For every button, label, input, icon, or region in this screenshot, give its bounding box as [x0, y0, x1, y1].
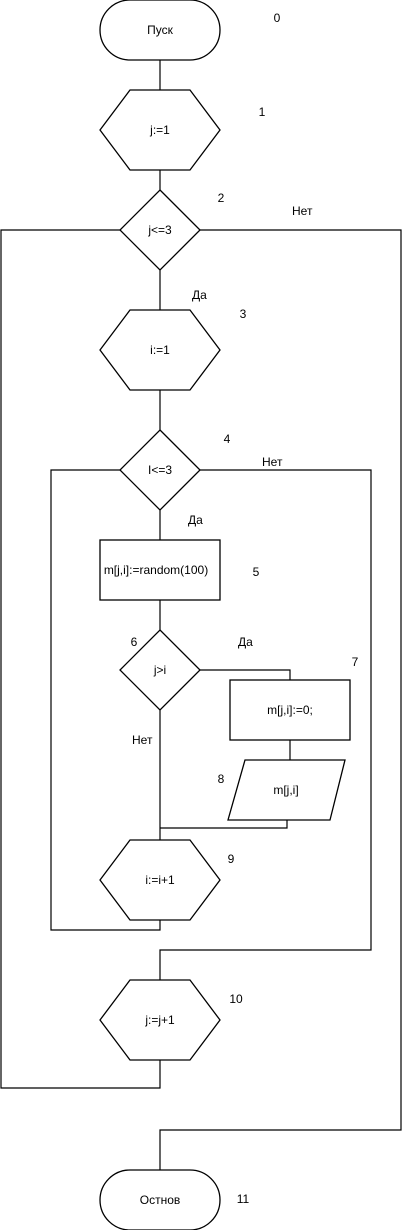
- block-number-3: 3: [240, 307, 247, 321]
- label-j-cond-no: Нет: [292, 204, 313, 218]
- block-numbers: 0 1 2 3 4 5 6 7 8 9 10 11: [131, 11, 359, 1206]
- output-parallelogram: m[j,i]: [227, 759, 346, 821]
- label-cmp-no: Нет: [132, 733, 153, 747]
- process-zero-label: m[j,i]:=0;: [267, 703, 313, 717]
- connectors: [0, 60, 402, 1170]
- increment-i: i:=i+1: [99, 839, 221, 921]
- block-number-4: 4: [224, 432, 231, 446]
- decision-compare: j>i: [119, 629, 201, 711]
- edge-output-to-iinc: [160, 820, 288, 829]
- decision-i: I<=3: [119, 429, 201, 511]
- label-cmp-yes: Да: [238, 635, 253, 649]
- increment-j: j:=j+1: [99, 979, 221, 1061]
- edge-jcond-no-to-end: [159, 229, 402, 1170]
- process-zero: m[j,i]:=0;: [229, 679, 351, 741]
- block-number-0: 0: [274, 11, 281, 25]
- edge-labels: Нет Да Нет Да Да Нет: [132, 204, 313, 747]
- output-label: m[j,i]: [273, 783, 298, 797]
- end-terminator: Остнов: [99, 1169, 221, 1230]
- label-i-cond-yes: Да: [188, 513, 203, 527]
- end-label: Остнов: [140, 1193, 181, 1207]
- decision-j: j<=3: [119, 189, 201, 271]
- edge-cmp-yes-to-zero: [200, 669, 291, 680]
- loop-init-j: j:=1: [99, 89, 221, 171]
- decision-compare-label: j>i: [153, 663, 166, 677]
- process-random: m[j,i]:=random(100): [99, 539, 221, 601]
- loop-init-j-label: j:=1: [149, 123, 170, 137]
- loop-init-i-label: i:=1: [150, 343, 170, 357]
- label-j-cond-yes: Да: [192, 288, 207, 302]
- edge-icond-no-to-jinc: [159, 469, 372, 980]
- edge-jinc-loop-back: [0, 229, 161, 1089]
- label-i-cond-no: Нет: [262, 455, 283, 469]
- decision-i-label: I<=3: [148, 463, 172, 477]
- block-number-1: 1: [259, 105, 266, 119]
- start-label: Пуск: [147, 23, 173, 37]
- decision-j-label: j<=3: [147, 223, 172, 237]
- loop-init-i: i:=1: [99, 309, 221, 391]
- increment-i-label: i:=i+1: [145, 873, 175, 887]
- block-number-10: 10: [229, 992, 243, 1006]
- block-number-9: 9: [228, 852, 235, 866]
- block-number-11: 11: [237, 1192, 250, 1206]
- block-number-5: 5: [253, 565, 260, 579]
- start-terminator: Пуск: [99, 0, 221, 61]
- block-number-8: 8: [218, 772, 225, 786]
- block-number-7: 7: [352, 655, 359, 669]
- increment-j-label: j:=j+1: [144, 1013, 175, 1027]
- block-number-6: 6: [131, 635, 138, 649]
- process-random-label: m[j,i]:=random(100): [104, 563, 208, 577]
- edge-iinc-loop-back: [50, 469, 161, 931]
- block-number-2: 2: [218, 191, 225, 205]
